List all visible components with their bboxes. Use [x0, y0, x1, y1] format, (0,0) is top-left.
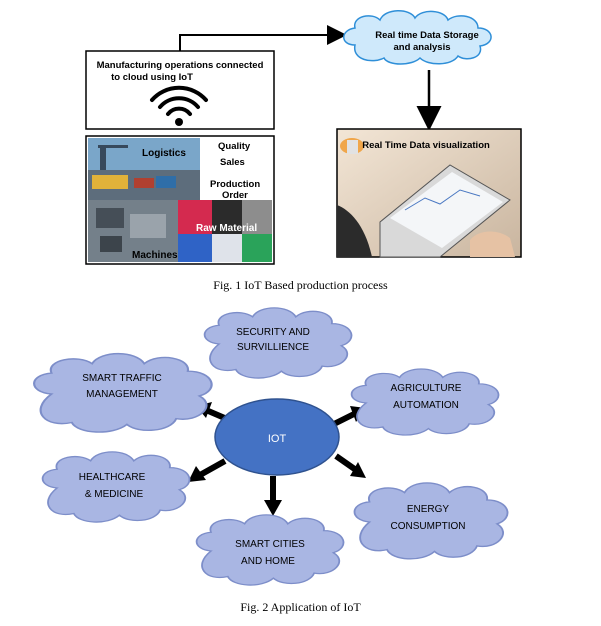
- machines-label: Machines: [132, 250, 178, 261]
- arrowhead-energy: [350, 462, 366, 478]
- production-label-1: Production: [210, 179, 260, 190]
- visualization-photo: [336, 128, 522, 258]
- fig2-diagram: IOT SECURITY AND SURVILLIENCE SMART TRAF…: [33, 306, 509, 586]
- security-label-2: SURVILLIENCE: [237, 342, 309, 353]
- security-label-1: SECURITY AND: [236, 327, 310, 338]
- fig2-caption: Fig. 2 Application of IoT: [240, 600, 361, 614]
- iot-center-label: IOT: [268, 433, 287, 445]
- healthcare-label-1: HEALTHCARE: [79, 472, 146, 483]
- arrow-energy: [334, 453, 358, 473]
- visualization-label: Real Time Data visualization: [362, 140, 490, 151]
- sales-label: Sales: [220, 157, 245, 168]
- production-label-2: Order: [222, 190, 248, 201]
- agriculture-label-2: AUTOMATION: [393, 400, 459, 411]
- manufacturing-label-1: Manufacturing operations connected: [97, 60, 264, 71]
- manufacturing-box: [85, 50, 275, 130]
- arrowhead-smart-cities: [264, 500, 282, 516]
- arrow-healthcare: [198, 458, 227, 478]
- fig1-diagram: Manufacturing operations connected to cl…: [85, 10, 522, 265]
- manufacturing-label-2: to cloud using IoT: [111, 72, 193, 83]
- wifi-icon: [150, 85, 208, 126]
- fig1-caption: Fig. 1 IoT Based production process: [213, 278, 388, 292]
- data-storage-cloud: [343, 10, 492, 65]
- quality-label: Quality: [218, 141, 251, 152]
- arrow-to-cloud: [179, 25, 347, 51]
- cloud-label-1: Real time Data Storage: [375, 30, 478, 41]
- manufacturing-collage: [85, 135, 275, 265]
- energy-label-2: CONSUMPTION: [391, 521, 466, 532]
- smart-cities-label-2: AND HOME: [241, 556, 295, 567]
- iot-center: [214, 398, 340, 476]
- agriculture-label-1: AGRICULTURE: [391, 383, 462, 394]
- traffic-label-2: MANAGEMENT: [86, 389, 158, 400]
- smart-cities-label-1: SMART CITIES: [235, 539, 305, 550]
- logistics-label: Logistics: [142, 148, 186, 159]
- cloud-healthcare: [41, 450, 191, 523]
- healthcare-label-2: & MEDICINE: [85, 489, 144, 500]
- arrowhead-healthcare: [188, 466, 206, 482]
- cloud-label-2: and analysis: [393, 42, 450, 53]
- traffic-label-1: SMART TRAFFIC: [82, 373, 161, 384]
- energy-label-1: ENERGY: [407, 504, 450, 515]
- raw-material-label: Raw Material: [196, 223, 257, 234]
